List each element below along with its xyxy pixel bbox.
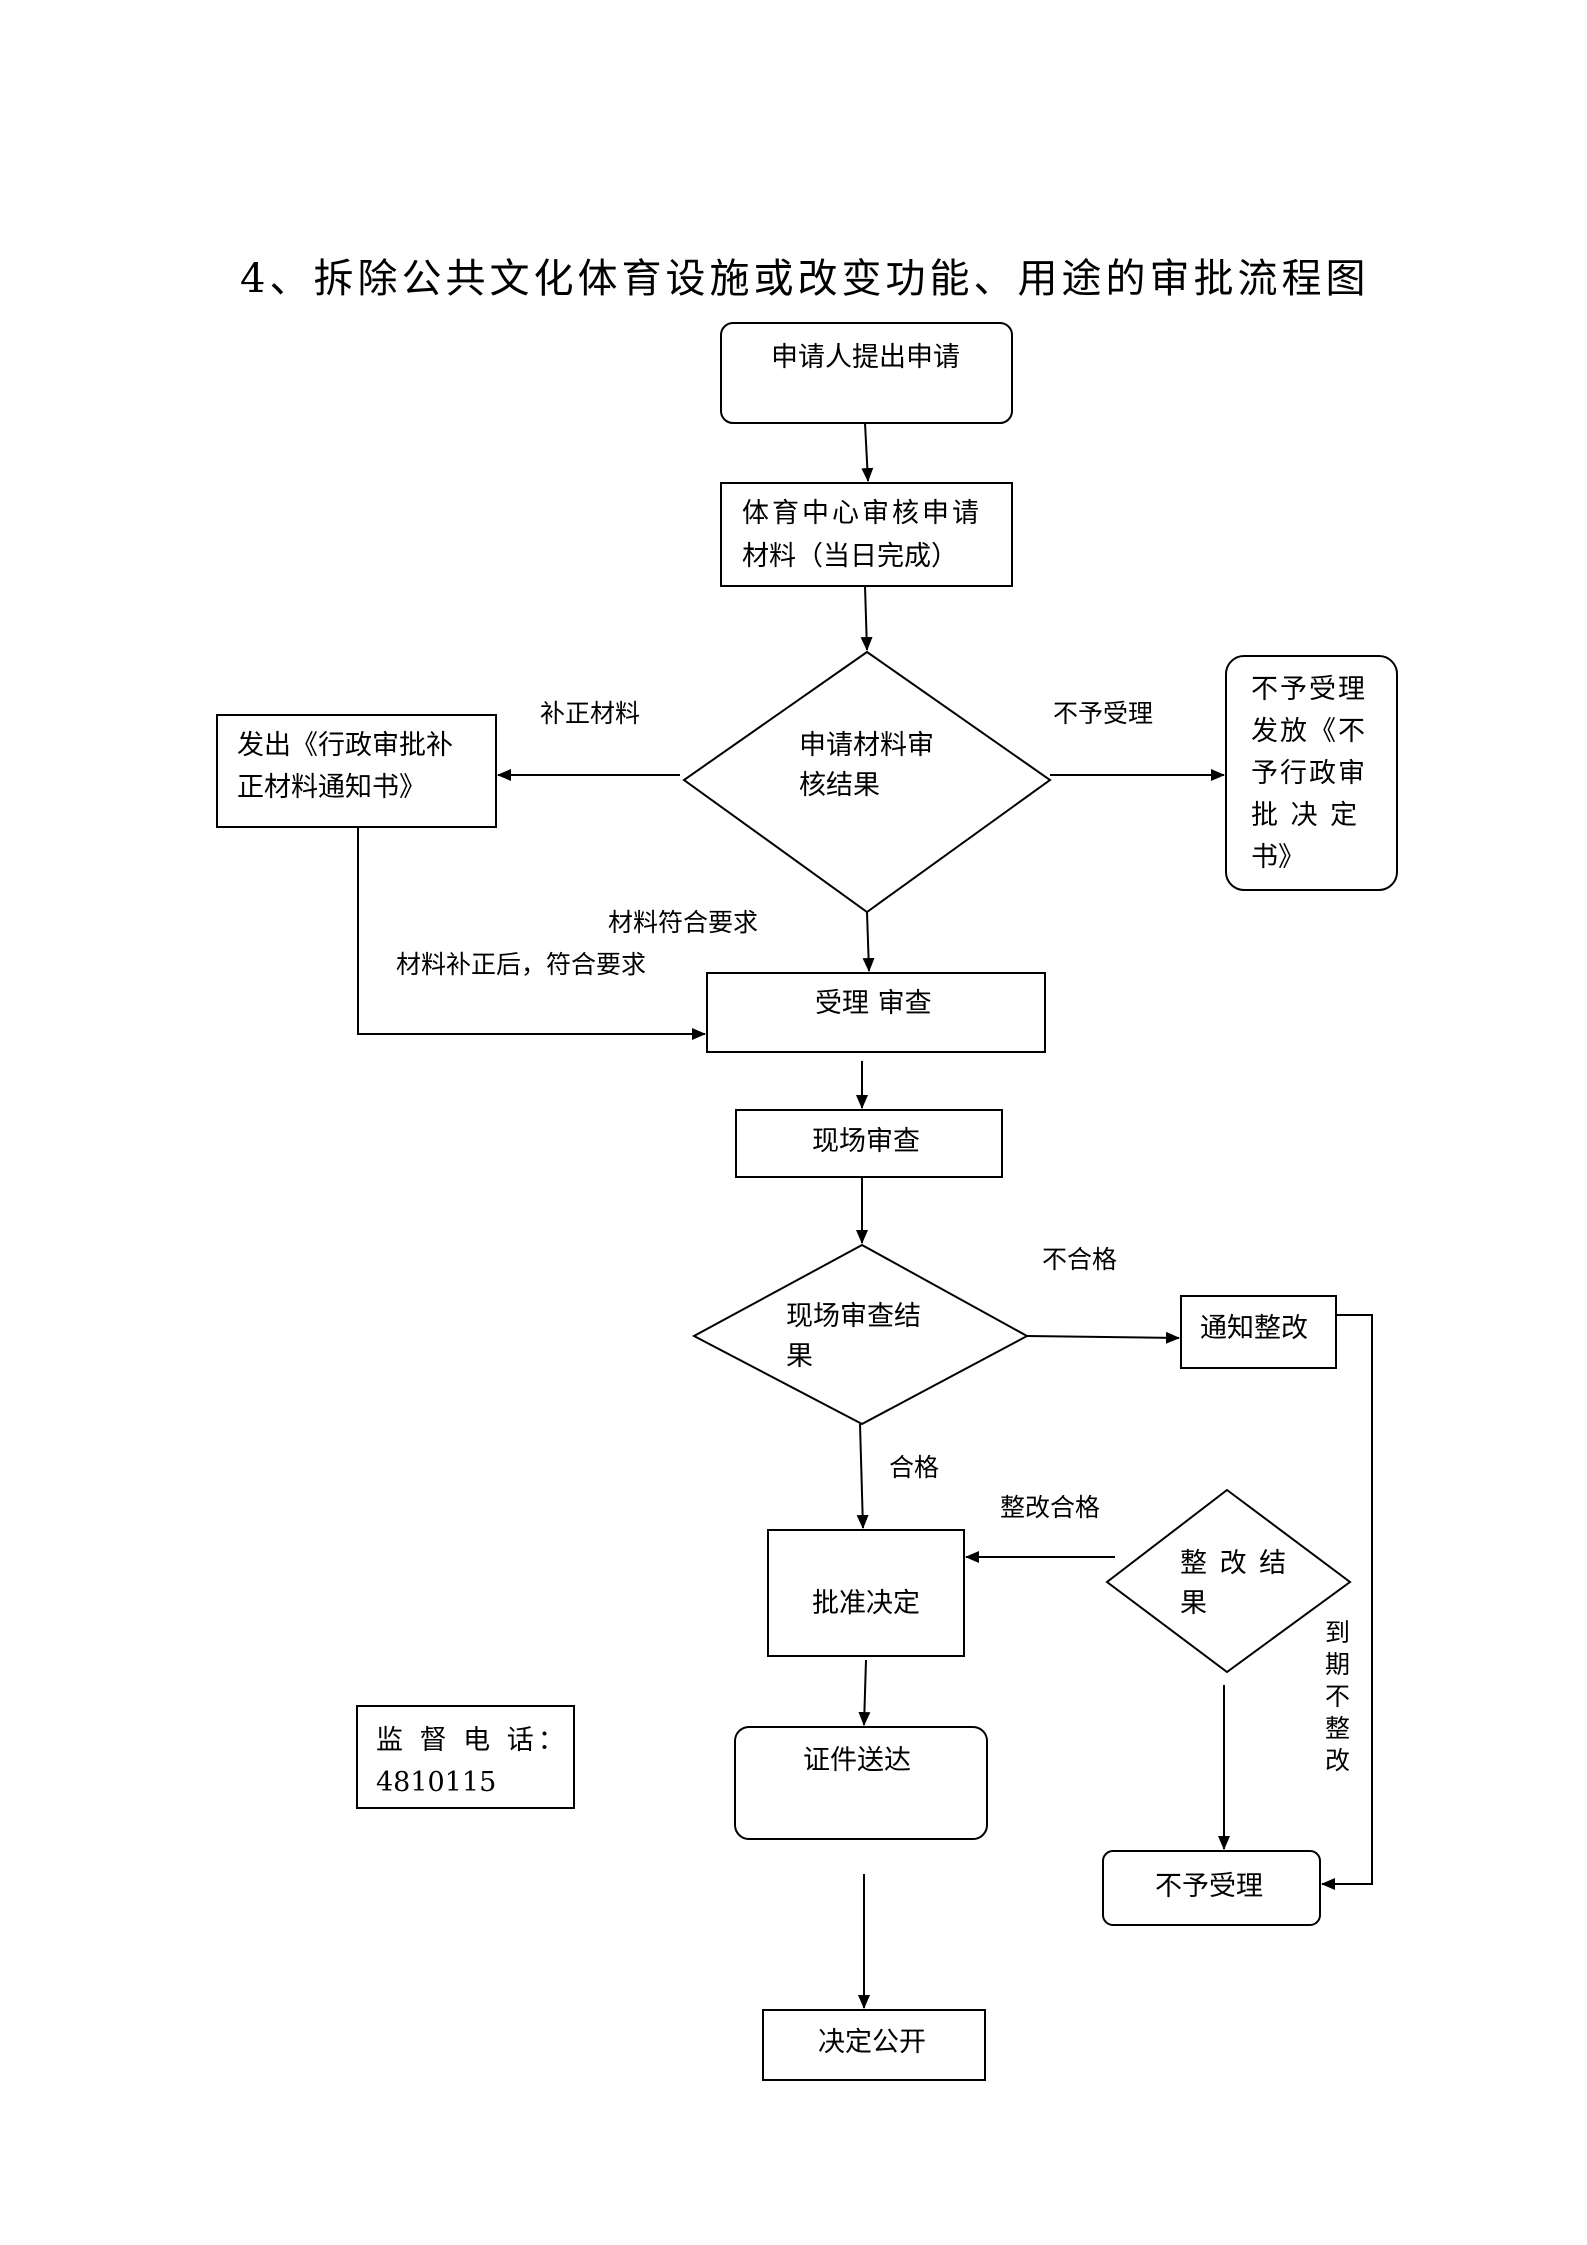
- label-overdue: 到期不整改: [1325, 1618, 1351, 1775]
- site-review-box: [735, 1109, 1003, 1178]
- arrow-review-to-diamond: [860, 585, 873, 651]
- certificate-box: [734, 1726, 988, 1840]
- site-result-text-line2: 果: [786, 1341, 813, 1372]
- apply-text: 申请人提出申请: [771, 342, 960, 373]
- accept-review-text: 受理 审查: [815, 988, 932, 1019]
- reject-decision-text-line2: 发放《不: [1251, 716, 1367, 747]
- site-review-text: 现场审查: [812, 1126, 920, 1157]
- center-review-box: [720, 482, 1013, 587]
- label-rectify-pass: 整改合格: [1000, 1493, 1101, 1522]
- label-supplement: 补正材料: [540, 699, 641, 728]
- publish-box: [762, 2009, 986, 2081]
- supplement-notice-text-line2: 正材料通知书》: [237, 772, 426, 803]
- publish-text: 决定公开: [818, 2027, 926, 2058]
- label-reject: 不予受理: [1053, 699, 1154, 728]
- hotline-number: 4810115: [376, 1767, 497, 1798]
- rectify-result-text-line1: 整 改 结: [1180, 1548, 1289, 1579]
- arrow-overdue-to-not-accepted: [1321, 1314, 1373, 1890]
- label-after-supplement: 材料补正后，符合要求: [396, 950, 647, 979]
- supplement-notice-box: [216, 714, 497, 828]
- arrow-approval-to-certificate: [858, 1659, 871, 1726]
- arrow-diamond-to-accept: [862, 911, 875, 972]
- apply-box: [720, 322, 1013, 424]
- center-review-text-line1: 体育中心审核申请: [742, 498, 982, 529]
- supplement-notice-text-line1: 发出《行政审批补: [237, 730, 453, 761]
- label-fail: 不合格: [1042, 1245, 1118, 1274]
- accept-review-box: [706, 972, 1046, 1053]
- approval-box: [767, 1529, 965, 1657]
- review-result-text-line2: 核结果: [799, 770, 880, 801]
- reject-decision-text-line3: 予行政审: [1251, 758, 1367, 789]
- center-review-text-line2: 材料（当日完成）: [742, 541, 958, 572]
- not-accepted-text: 不予受理: [1155, 1871, 1263, 1902]
- rectify-result-text-line2: 果: [1180, 1588, 1207, 1619]
- review-result-text-line1: 申请材料审: [799, 730, 934, 761]
- rectify-notice-text: 通知整改: [1200, 1313, 1308, 1344]
- page-title: 4、拆除公共文化体育设施或改变功能、用途的审批流程图: [240, 256, 1370, 302]
- arrow-apply-to-review: [861, 422, 874, 482]
- hotline-text-line1: 监 督 电 话：: [376, 1725, 569, 1756]
- reject-decision-text-line4: 批 决 定: [1251, 800, 1360, 831]
- hotline-box: [356, 1705, 575, 1809]
- reject-decision-text-line5: 书》: [1251, 842, 1305, 873]
- label-pass: 合格: [889, 1453, 940, 1482]
- label-meets-requirements: 材料符合要求: [608, 908, 759, 937]
- arrow-supplement-to-accept: [357, 827, 706, 1040]
- site-result-diamond: [691, 1243, 1030, 1426]
- approval-text: 批准决定: [812, 1588, 920, 1619]
- not-accepted-box: [1102, 1850, 1321, 1926]
- certificate-text: 证件送达: [803, 1745, 911, 1776]
- arrow-result-to-approval: [856, 1423, 869, 1529]
- site-result-text-line1: 现场审查结: [786, 1301, 921, 1332]
- rectify-result-diamond: [1105, 1488, 1352, 1674]
- arrow-result-to-rectify: [1026, 1331, 1180, 1344]
- rectify-notice-box: [1180, 1295, 1337, 1369]
- reject-decision-text-line1: 不予受理: [1251, 674, 1367, 705]
- reject-decision-box: [1225, 655, 1398, 891]
